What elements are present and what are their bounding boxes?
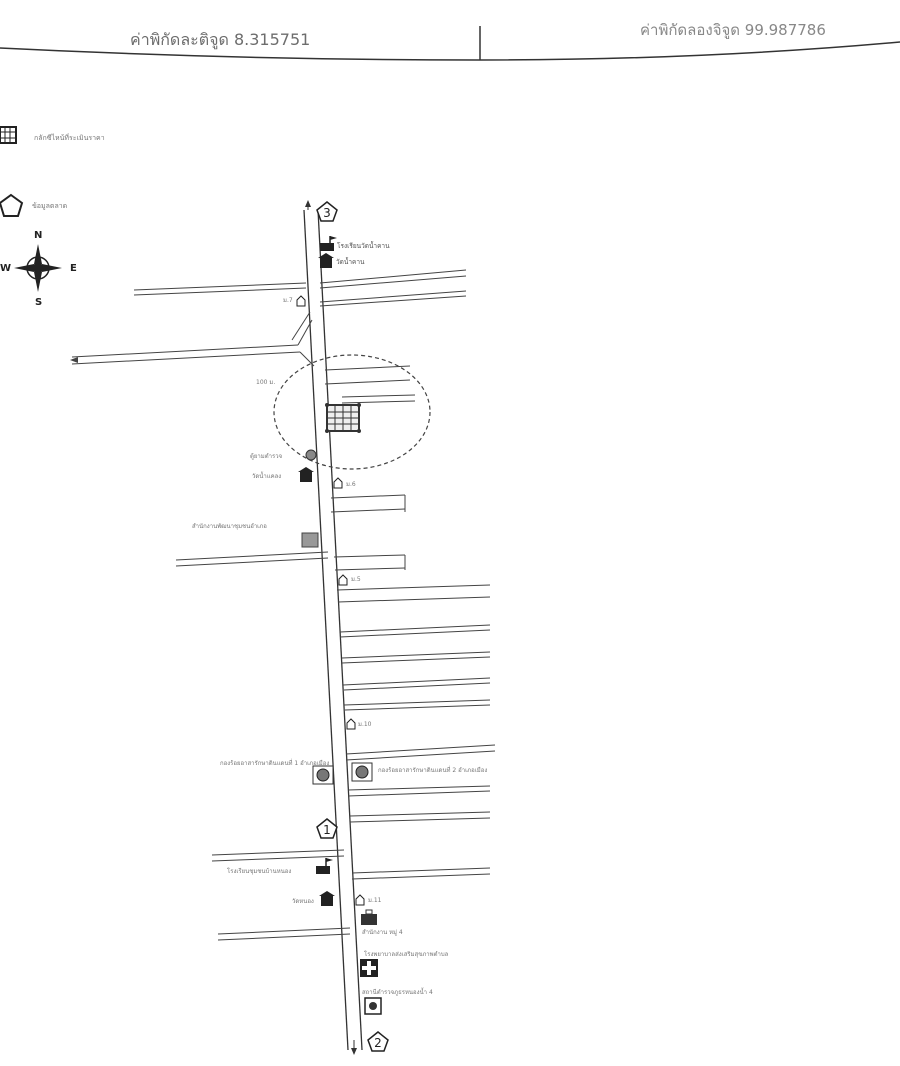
- compass-rose-icon: [14, 244, 62, 292]
- label-school-left: กองร้อยอาสารักษาดินแดนที่ 1 อำเภอเมือง: [220, 759, 329, 767]
- temple-icon: [318, 253, 334, 268]
- header-frame-line: [0, 41, 900, 61]
- marker-3-label: 3: [323, 206, 331, 220]
- temple-icon: [298, 467, 314, 482]
- legend-grid-icon: [0, 126, 17, 144]
- house-icon: [338, 574, 348, 586]
- office-icon: [301, 532, 319, 548]
- school-flag-icon: [316, 858, 333, 874]
- school-flag-icon: [320, 236, 337, 251]
- legend-grid-label: กลักซีไหน้ที่ระเมินราคา: [34, 134, 105, 142]
- marker-1-label: 1: [323, 823, 331, 837]
- legend-pentagon-label: ข้อมูลตลาด: [32, 202, 68, 210]
- school-badge-icon: [351, 762, 373, 782]
- compass-north-label: N: [34, 230, 43, 241]
- side-roads-west: [175, 551, 351, 941]
- label-moo-5: ม.5: [351, 576, 361, 583]
- label-school-bottom: โรงเรียนชุมชนบ้านหนอง: [227, 867, 291, 875]
- target-plot-grid-icon: [325, 403, 361, 433]
- label-hospital: โรงพยาบาลส่งเสริมสุขภาพตำบล: [364, 950, 449, 958]
- compass-south-label: S: [35, 297, 43, 308]
- label-office-left: สำนักงานพัฒนาชุมชนอำเภอ: [192, 523, 267, 530]
- label-office-bottom: สำนักงาน หมู่ 4: [362, 929, 403, 936]
- label-moo-10: ม.10: [358, 721, 372, 728]
- latitude-label: ค่าพิกัดละติจูด 8.315751: [130, 30, 311, 49]
- label-distance: 100 ม.: [256, 379, 275, 386]
- label-temple-top: วัดน้ำคาน: [336, 257, 365, 266]
- label-moo-6: ม.6: [346, 481, 356, 488]
- target-area-circle: [273, 354, 431, 470]
- label-school-top: โรงเรียนวัดน้ำคาน: [337, 241, 390, 250]
- hospital-cross-icon: [360, 959, 378, 977]
- police-box-icon: [305, 449, 317, 461]
- compass-east-label: E: [70, 263, 77, 274]
- marker-3: 3: [316, 201, 338, 222]
- house-icon: [296, 295, 306, 307]
- compass-west-label: W: [0, 263, 12, 274]
- legend-pentagon-icon: [0, 193, 24, 217]
- police-station-icon: [364, 997, 382, 1015]
- side-roads-east: [324, 365, 496, 880]
- marker-1: 1: [316, 818, 338, 839]
- house-icon: [333, 477, 343, 489]
- label-moo-11: ม.11: [368, 897, 382, 904]
- school-badge-icon: [312, 765, 334, 785]
- house-icon: [355, 894, 365, 906]
- side-roads-top: [70, 269, 467, 367]
- house-icon: [346, 718, 356, 730]
- label-moo-7: ม.7: [283, 297, 293, 304]
- label-school-right: กองร้อยอาสารักษาดินแดนที่ 2 อำเภอเมือง: [378, 766, 487, 774]
- label-station: สถานีตำรวจภูธรหนองน้ำ 4: [362, 986, 433, 996]
- label-temple-mid: วัดน้ำแคลง: [252, 470, 281, 480]
- temple-icon: [319, 891, 335, 906]
- label-police-box: ตู้ยามตำรวจ: [250, 453, 282, 460]
- marker-2: 2: [367, 1031, 389, 1052]
- longitude-label: ค่าพิกัดลองจิจูด 99.987786: [640, 21, 826, 39]
- main-road: [303, 200, 363, 1055]
- label-temple-bottom: วัดหนอง: [292, 898, 314, 905]
- briefcase-icon: [361, 909, 377, 925]
- marker-2-label: 2: [374, 1036, 382, 1050]
